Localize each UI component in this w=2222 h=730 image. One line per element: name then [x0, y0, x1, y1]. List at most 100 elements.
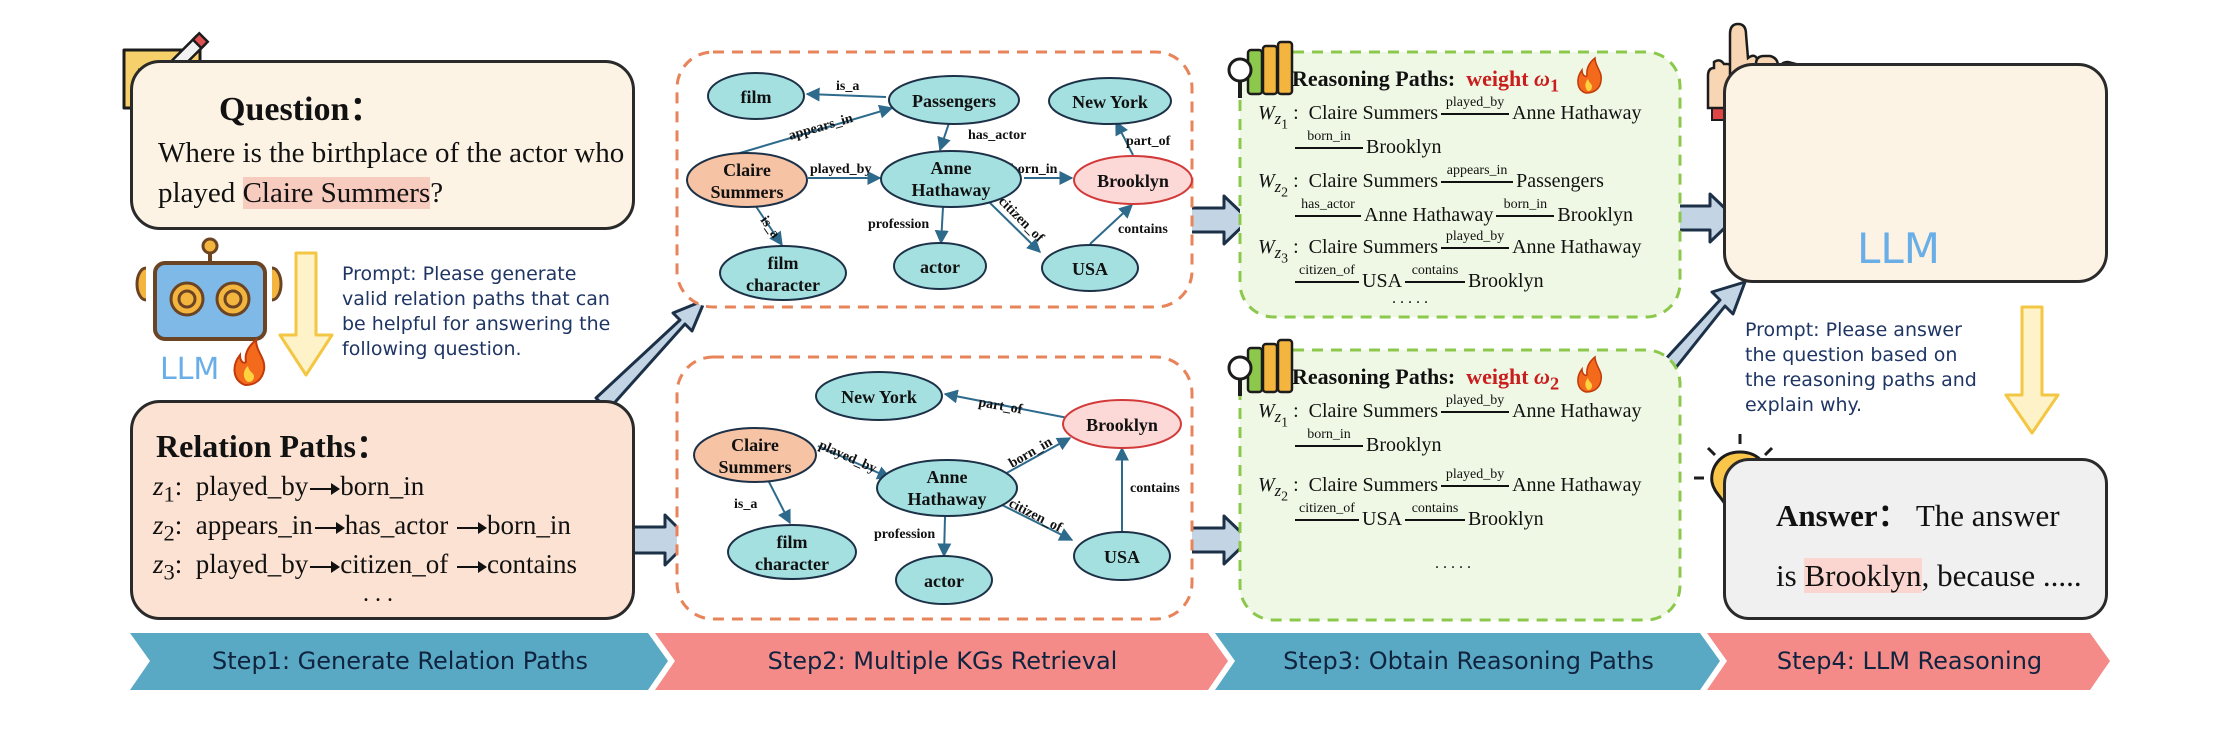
path-end: Anne Hathaway [1512, 102, 1642, 124]
path-relation: appears_in [195, 510, 313, 540]
w-label: W [1258, 400, 1275, 422]
kg2-edge-is-a [767, 479, 791, 525]
reasoning1-ellipsis: . . . . . [1392, 290, 1428, 307]
path-var: z [153, 549, 164, 579]
answer-line2-start: is [1776, 558, 1805, 593]
prompt2-line3: explain why. [1745, 394, 1863, 416]
w-subsub: 2 [1281, 185, 1289, 201]
kg1-edge-is-a-top [805, 87, 887, 102]
step2-banner [655, 633, 1228, 690]
w-label: W [1258, 170, 1275, 192]
answer-text: Answer： The answer is Brooklyn, because … [1776, 486, 2106, 606]
svg-text:Hathaway: Hathaway [907, 489, 986, 509]
step4-label: Step4: LLM Reasoning [1776, 647, 2043, 675]
svg-text:New York: New York [841, 387, 917, 407]
kg1-node-new-york: New York [1048, 77, 1172, 125]
svg-text:Brooklyn: Brooklyn [1086, 415, 1158, 435]
path-var-sub: 1 [163, 481, 175, 507]
kg2-edge-profession [937, 516, 952, 558]
kg1-node-actor: actor [893, 242, 987, 290]
kg1-edge-citizen-of [986, 199, 1041, 253]
path-var: z [153, 510, 164, 540]
svg-text:Brooklyn: Brooklyn [1097, 171, 1169, 191]
w-sub: z [1274, 177, 1282, 196]
relation-label: contains [1411, 263, 1459, 279]
relation-label: has_actor [1301, 197, 1355, 213]
path-mid: Anne Hathaway [1364, 204, 1494, 226]
reasoning2-container [1238, 348, 1682, 622]
relation-arrow: born_in [1295, 427, 1363, 448]
arrow-icon [310, 560, 341, 573]
svg-text:USA: USA [1072, 259, 1108, 279]
kg2-edge-citizen-of [999, 503, 1074, 541]
relation-label: born_in [1307, 129, 1351, 145]
prompt2-line1: the question based on [1745, 344, 1958, 366]
relation-arrow: appears_in [1441, 163, 1514, 184]
relation-label: born_in [1503, 197, 1548, 213]
arrow-to-kg1 [594, 298, 707, 412]
kg2-edge-part-of [943, 389, 1069, 419]
question-box: Question： Where is the birthplace of the… [130, 60, 635, 230]
kg1-edge-has-actor [937, 119, 951, 152]
arrow-icon [310, 482, 341, 495]
llm-label-large: LLM [1857, 224, 1941, 273]
path-colon: : [174, 549, 183, 579]
relation-label: citizen_of [1299, 263, 1355, 279]
question-highlight: Claire Summers [242, 177, 431, 209]
svg-text:Summers: Summers [719, 457, 792, 477]
w-sub: z [1274, 481, 1282, 500]
reasoning1-weight: weight ω1 [1466, 66, 1559, 95]
w-label: W [1258, 102, 1275, 124]
kg1-node-film: film [707, 72, 805, 120]
prompt1-line2: be helpful for answering the [342, 313, 611, 335]
w-sub: z [1274, 243, 1282, 262]
relation-arrow: contains [1405, 501, 1466, 522]
kg1-edge-part-of [1115, 120, 1134, 156]
svg-text:film: film [777, 532, 808, 552]
kg1-label-contains: contains [1118, 222, 1168, 237]
answer-highlight: Brooklyn [1804, 558, 1922, 593]
weight-label: weight [1466, 66, 1535, 91]
path-relation: has_actor [344, 510, 449, 540]
relation-arrow: born_in [1295, 129, 1363, 150]
path-end: Brooklyn [1366, 434, 1442, 456]
reasoning2-title-text: Reasoning Paths: [1292, 364, 1456, 389]
path-relation: played_by [195, 471, 309, 501]
step4-banner [1707, 633, 2110, 690]
prompt1-line0: Please generate [422, 263, 577, 285]
kg2-node-film-character: film character [727, 524, 857, 580]
kg1-node-claire-summers: Claire Summers [686, 152, 808, 208]
w-subsub: 1 [1281, 415, 1289, 431]
relation-arrow: citizen_of [1295, 263, 1359, 284]
reasoning2-weight: weight ω2 [1466, 364, 1559, 393]
relation-label: contains [1411, 501, 1459, 517]
kg1-label-played-by: played_by [810, 162, 871, 177]
path-start: Claire Summers [1308, 474, 1439, 496]
question-title: Question： [219, 91, 384, 128]
path-var-sub: 2 [163, 520, 175, 546]
kg1-label-profession: profession [868, 217, 929, 232]
path-end: Anne Hathaway [1512, 236, 1642, 258]
step3-label: Step3: Obtain Reasoning Paths [1283, 647, 1654, 675]
relation-arrow: played_by [1441, 467, 1510, 488]
prompt1-label: Prompt: [342, 263, 417, 285]
prompt1-line3: following question. [342, 338, 522, 360]
w-subsub: 2 [1281, 489, 1289, 505]
kg1-label-is-a-top: is_a [836, 79, 859, 94]
svg-text:character: character [755, 554, 829, 574]
kg1-edges [722, 87, 1134, 253]
llm-box: LLM [1723, 63, 2108, 283]
arrow-icon [456, 560, 487, 573]
kg1-edge-profession [934, 206, 949, 245]
path-var-sub: 3 [163, 559, 175, 585]
kg2-edge-played-by [817, 445, 892, 480]
prompt2-label: Prompt: [1745, 319, 1820, 341]
kg1-node-passengers: Passengers [888, 75, 1020, 125]
